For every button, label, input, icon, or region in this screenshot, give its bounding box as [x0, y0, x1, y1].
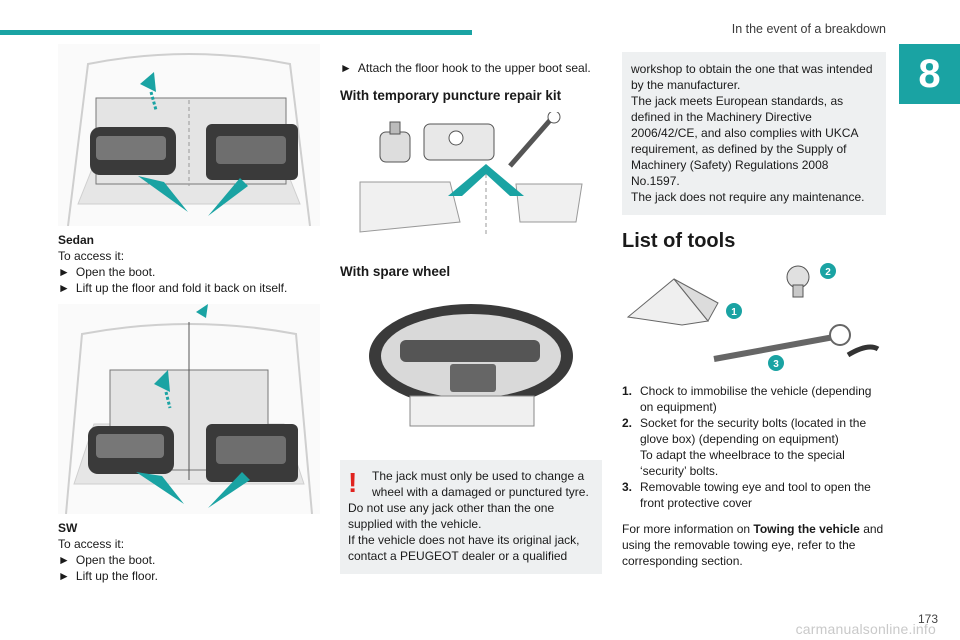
list-item: 3. Removable towing eye and tool to open…	[622, 479, 886, 511]
sedan-step-1-text: Open the boot.	[75, 265, 156, 279]
sedan-intro: To access it:	[58, 249, 125, 263]
tool-number: 1.	[622, 384, 633, 398]
header-accent-bar	[0, 30, 472, 35]
warning-line-3: If the vehicle does not have its origina…	[348, 533, 580, 563]
column-middle: ► Attach the floor hook to the upper boo…	[340, 60, 602, 574]
hook-step: ► Attach the floor hook to the upper boo…	[340, 60, 602, 76]
more-info-post: and using the removable towing eye, refe…	[622, 522, 884, 568]
callout-3: 3	[773, 359, 779, 370]
sw-step-1: ► Open the boot.	[58, 552, 320, 568]
more-info-paragraph: For more information on Towing the vehic…	[622, 521, 886, 569]
callout-1: 1	[731, 307, 737, 318]
header-title: In the event of a breakdown	[731, 22, 886, 36]
warning-lead: The jack must only be used to change a w…	[372, 469, 589, 499]
page-number: 173	[917, 612, 938, 626]
tool-text: Socket for the security bolts (located i…	[640, 416, 867, 446]
arrow-bullet-icon: ►	[58, 553, 70, 567]
spare-wheel-illustration	[340, 294, 602, 446]
warning-box: ! The jack must only be used to change a…	[340, 460, 602, 574]
sw-intro: To access it:	[58, 537, 125, 551]
chapter-tab: 8	[899, 44, 960, 104]
list-item: 1. Chock to immobilise the vehicle (depe…	[622, 383, 886, 415]
info-box: workshop to obtain the one that was inte…	[622, 52, 886, 215]
warning-line-2: Do not use any jack other than the one s…	[348, 501, 555, 531]
sedan-step-2-text: Lift up the floor and fold it back on it…	[75, 281, 288, 295]
callout-2: 2	[825, 267, 831, 278]
tool-number: 2.	[622, 416, 633, 430]
tools-list: 1. Chock to immobilise the vehicle (depe…	[622, 383, 886, 511]
arrow-bullet-icon: ►	[340, 61, 352, 75]
tool-text: To adapt the wheelbrace to the special ‘…	[640, 448, 845, 478]
column-left: Sedan To access it: ► Open the boot. ► L…	[58, 44, 320, 584]
sedan-step-2: ► Lift up the floor and fold it back on …	[58, 280, 320, 296]
repair-kit-illustration	[340, 112, 602, 242]
sw-step-1-text: Open the boot.	[75, 553, 156, 567]
towing-link-text: Towing the vehicle	[753, 522, 860, 536]
tool-number: 3.	[622, 480, 633, 494]
sedan-title: Sedan	[58, 233, 95, 247]
list-item: 2. Socket for the security bolts (locate…	[622, 415, 886, 447]
tool-text: Removable towing eye and tool to open th…	[640, 480, 871, 510]
watermark: carmanualsonline.info	[795, 621, 936, 637]
hook-step-text: Attach the floor hook to the upper boot …	[357, 61, 591, 75]
tool-number	[622, 447, 634, 479]
list-item: To adapt the wheelbrace to the special ‘…	[622, 447, 886, 479]
spare-wheel-heading: With spare wheel	[340, 264, 451, 279]
arrow-bullet-icon: ►	[58, 265, 70, 279]
tools-heading: List of tools	[622, 230, 736, 252]
arrow-bullet-icon: ►	[58, 569, 70, 583]
info-line-1: workshop to obtain the one that was inte…	[631, 62, 873, 92]
arrow-bullet-icon: ►	[58, 281, 70, 295]
warning-exclamation-icon: !	[348, 467, 358, 498]
tools-illustration: 1 2 3	[622, 259, 886, 371]
sedan-boot-illustration	[58, 44, 320, 226]
sw-title: SW	[58, 521, 78, 535]
sw-step-2-text: Lift up the floor.	[75, 569, 158, 583]
column-right: workshop to obtain the one that was inte…	[622, 52, 886, 569]
sw-step-2: ► Lift up the floor.	[58, 568, 320, 584]
sedan-step-1: ► Open the boot.	[58, 264, 320, 280]
more-info-pre: For more information on	[622, 522, 754, 536]
sw-boot-illustration	[58, 304, 320, 514]
info-line-3: The jack does not require any maintenanc…	[631, 190, 865, 204]
repair-kit-heading: With temporary puncture repair kit	[340, 88, 562, 103]
tool-text: Chock to immobilise the vehicle (dependi…	[640, 384, 872, 414]
info-line-2: The jack meets European standards, as de…	[631, 94, 858, 188]
